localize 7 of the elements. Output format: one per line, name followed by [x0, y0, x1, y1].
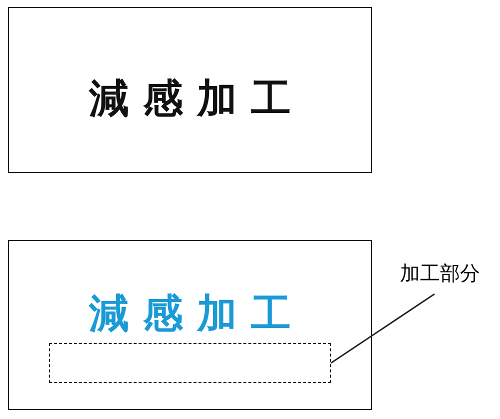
processed-area [49, 343, 331, 383]
sign-box [8, 7, 372, 173]
callout-label: 加工部分 [399, 260, 481, 287]
sign-box [8, 240, 372, 410]
leader-line [330, 293, 435, 364]
sign-text: 減感加工 [88, 75, 306, 124]
sign-text: 減感加工 [88, 290, 306, 339]
